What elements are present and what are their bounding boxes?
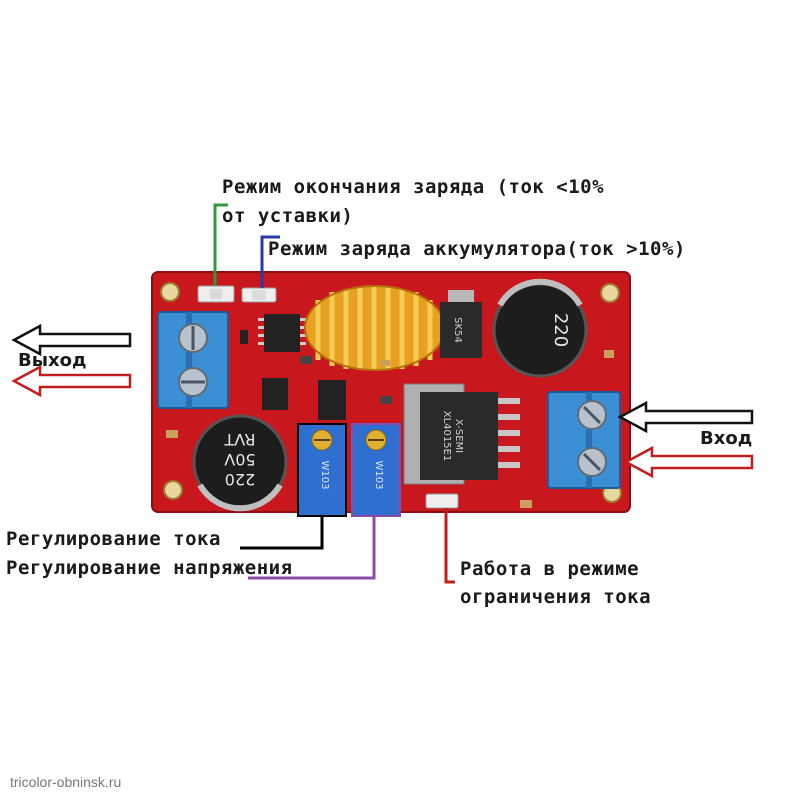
- ic-part: XL4015E1: [441, 411, 452, 462]
- current-limit-label-line2: ограничения тока: [460, 586, 652, 608]
- output-terminal: [157, 311, 229, 409]
- capacitor-left: 220 50V RVT: [192, 414, 288, 512]
- input-arrow-red: [623, 445, 754, 479]
- ic-brand: X-SEMI: [453, 419, 464, 453]
- current-adjust-label: Регулирование тока: [6, 528, 221, 550]
- input-label: Вход: [700, 428, 753, 449]
- blue-callout-line: [260, 235, 280, 288]
- current-callout-line: [240, 516, 324, 550]
- green-callout-line: [213, 203, 228, 286]
- output-arrow-red: [11, 364, 132, 398]
- pot-voltage-mark: W103: [373, 461, 384, 490]
- pot-current: W103: [297, 423, 347, 517]
- input-arrow-black: [617, 400, 754, 434]
- mount-hole: [163, 480, 183, 500]
- input-terminal: [547, 391, 621, 489]
- output-label: Выход: [18, 350, 87, 371]
- ic-sop: [318, 380, 346, 420]
- voltage-adjust-label: Регулирование напряжения: [6, 557, 293, 579]
- current-limit-label-line1: Работа в режиме: [460, 558, 640, 580]
- diode-sk54: SK54: [440, 290, 482, 358]
- charge-end-label-line2: от уставки): [222, 205, 354, 227]
- voltage-callout-line: [248, 516, 376, 580]
- limit-callout-line: [444, 508, 455, 584]
- charge-mode-label: Режим заряда аккумулятора(ток >10%): [268, 238, 686, 260]
- output-arrow-black: [11, 323, 132, 357]
- cap-left-brand: RVT: [224, 430, 255, 449]
- pot-current-mark: W103: [319, 461, 330, 490]
- cap-left-voltage: 50V: [224, 450, 255, 469]
- ic-xl4015: X-SEMI XL4015E1: [403, 383, 520, 485]
- cap-right-value: 220: [550, 313, 571, 347]
- cap-left-value: 220: [225, 470, 256, 489]
- transistor: [262, 378, 288, 410]
- pot-voltage: W103: [351, 423, 401, 517]
- ic-small: [264, 314, 300, 352]
- mount-hole: [160, 282, 180, 302]
- led-current-limit: [425, 493, 459, 509]
- capacitor-right: 220: [492, 278, 588, 378]
- mount-hole: [600, 283, 620, 303]
- diode-mark: SK54: [452, 317, 463, 343]
- watermark: tricolor-obninsk.ru: [10, 774, 122, 790]
- charge-end-label-line1: Режим окончания заряда (ток <10%: [222, 176, 605, 198]
- inductor: [304, 285, 446, 371]
